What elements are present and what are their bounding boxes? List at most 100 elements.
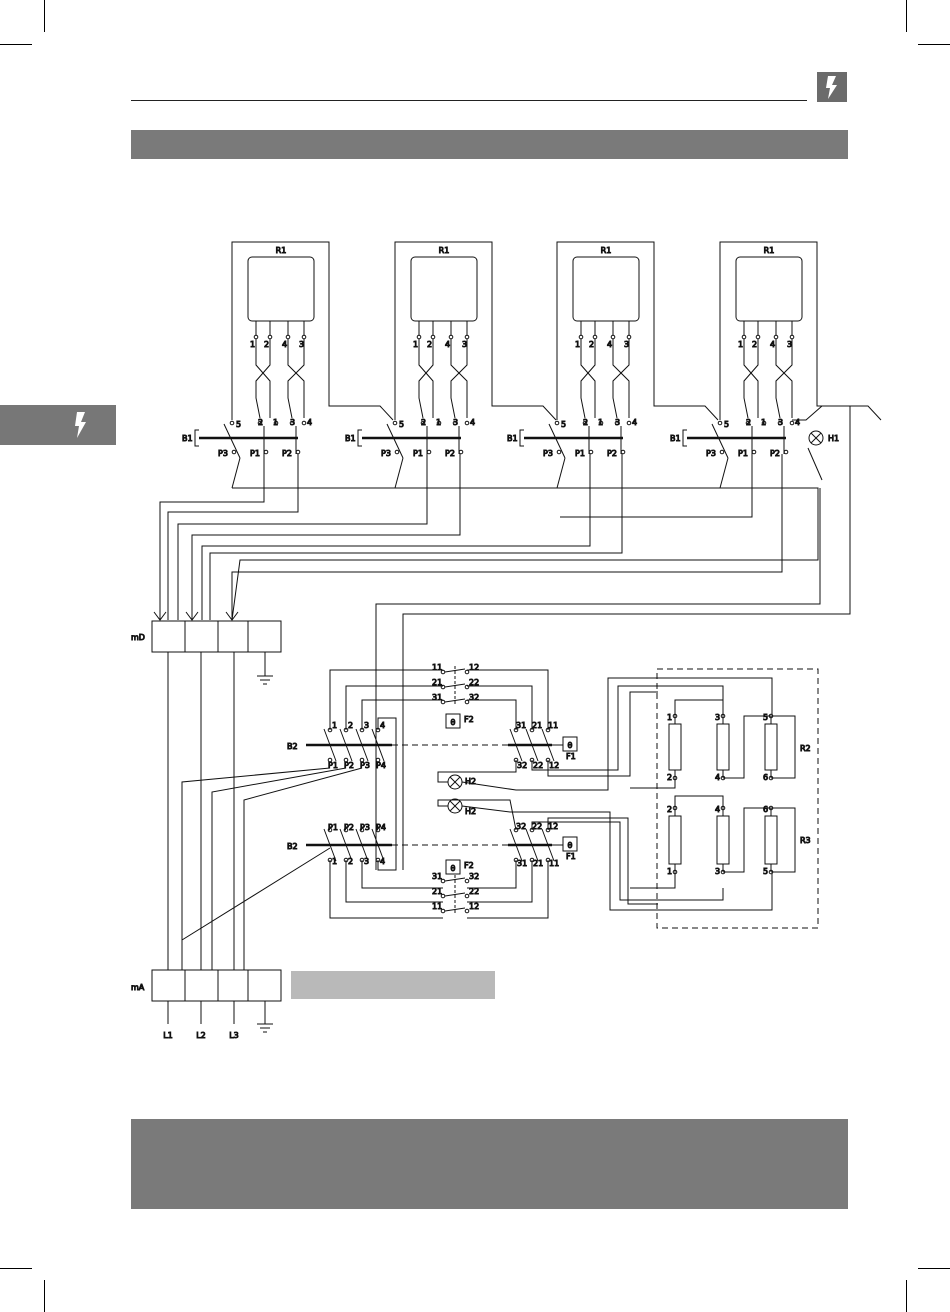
resistor: 65 — [763, 805, 778, 877]
bracket — [357, 429, 362, 447]
switch-blade — [371, 728, 385, 762]
wire — [181, 847, 331, 970]
terminal — [598, 420, 604, 426]
switch-blade — [339, 828, 353, 862]
pin-label: 1 — [413, 340, 418, 349]
b1-label: B1 — [507, 434, 518, 443]
wire — [467, 669, 549, 730]
lamp-icon — [447, 774, 463, 790]
terminal — [394, 449, 400, 455]
wire — [375, 488, 821, 870]
pin-label: 11 — [549, 859, 559, 868]
crop-mark — [918, 44, 950, 45]
frame-wire — [231, 241, 394, 421]
pin-label: 5 — [763, 867, 768, 876]
terminal — [420, 420, 426, 426]
wire — [674, 699, 724, 716]
thermostat-box — [562, 736, 578, 752]
wire — [377, 717, 397, 871]
crop-mark — [0, 1268, 32, 1269]
f2-label: F2 — [464, 715, 474, 724]
wire — [231, 487, 819, 621]
f2-label: F2 — [464, 861, 474, 870]
wiring: H1 — [153, 405, 851, 870]
pin-label: 5 — [724, 420, 729, 429]
b2-label: B2 — [287, 842, 298, 851]
pin-label: 2 — [583, 418, 588, 427]
l1-label: L1 — [163, 1031, 173, 1040]
terminal — [777, 420, 783, 426]
terminal — [375, 827, 381, 833]
wire — [345, 860, 443, 903]
switch-blade — [548, 423, 566, 459]
theta-symbol: θ — [568, 841, 573, 850]
pin-label: 4 — [632, 418, 637, 427]
p2-label: P2 — [445, 449, 455, 458]
p-label: P2 — [344, 761, 354, 770]
wire — [181, 767, 331, 970]
side-tab — [0, 405, 116, 445]
pin-label: 6 — [763, 773, 768, 782]
p-label: P1 — [328, 761, 338, 770]
r1-label: R1 — [764, 246, 775, 255]
pin-label: 31 — [432, 693, 442, 702]
pin-label: 31 — [516, 721, 526, 730]
switch-blade — [223, 423, 241, 459]
pin-label: 1 — [332, 857, 337, 866]
p2-label: P2 — [282, 449, 292, 458]
thermostat-box — [445, 859, 461, 875]
pin-label: 4 — [715, 773, 720, 782]
terminal — [285, 334, 291, 340]
thermostat-box — [562, 836, 578, 852]
terminal — [783, 449, 789, 455]
pin-label: 2 — [421, 418, 426, 427]
terminal — [440, 878, 446, 884]
wire — [437, 760, 517, 783]
terminal — [359, 757, 365, 763]
wire — [329, 860, 443, 919]
bracket — [519, 429, 524, 447]
wire — [361, 860, 443, 889]
terminal — [273, 420, 279, 426]
pin-label: 4 — [770, 340, 775, 349]
terminal — [464, 908, 470, 914]
pin-label: 4 — [380, 857, 385, 866]
regulator-box — [247, 256, 315, 322]
pin-label: 6 — [763, 805, 768, 814]
terminal-block-md — [151, 620, 282, 653]
terminal — [592, 334, 598, 340]
resistor: 43 — [715, 805, 730, 877]
pin-label: 4 — [607, 340, 612, 349]
resistor: 34 — [715, 713, 730, 783]
pin-label: 1 — [436, 418, 441, 427]
terminal — [436, 420, 442, 426]
pin-label: 11 — [548, 721, 558, 730]
p3-label: P3 — [218, 449, 228, 458]
terminal — [789, 420, 795, 426]
h2-label: H2 — [465, 807, 476, 816]
pin-label: 22 — [532, 822, 542, 831]
lead — [775, 339, 793, 419]
terminal — [464, 420, 470, 426]
switch-blade — [355, 728, 369, 762]
pin-label: 4 — [307, 418, 312, 427]
wire — [467, 699, 517, 730]
wire — [723, 807, 771, 873]
terminal — [327, 757, 333, 763]
pin-label: 11 — [432, 663, 442, 672]
switch-blade — [371, 828, 385, 862]
pin-label: 12 — [469, 663, 479, 672]
crop-mark — [0, 44, 32, 45]
wire — [547, 817, 658, 905]
pin-label: 22 — [469, 678, 479, 687]
switch-blade — [525, 728, 539, 762]
wire — [159, 454, 265, 620]
p2-label: P2 — [607, 449, 617, 458]
pin-label: 3 — [364, 721, 369, 730]
wire — [243, 767, 363, 970]
